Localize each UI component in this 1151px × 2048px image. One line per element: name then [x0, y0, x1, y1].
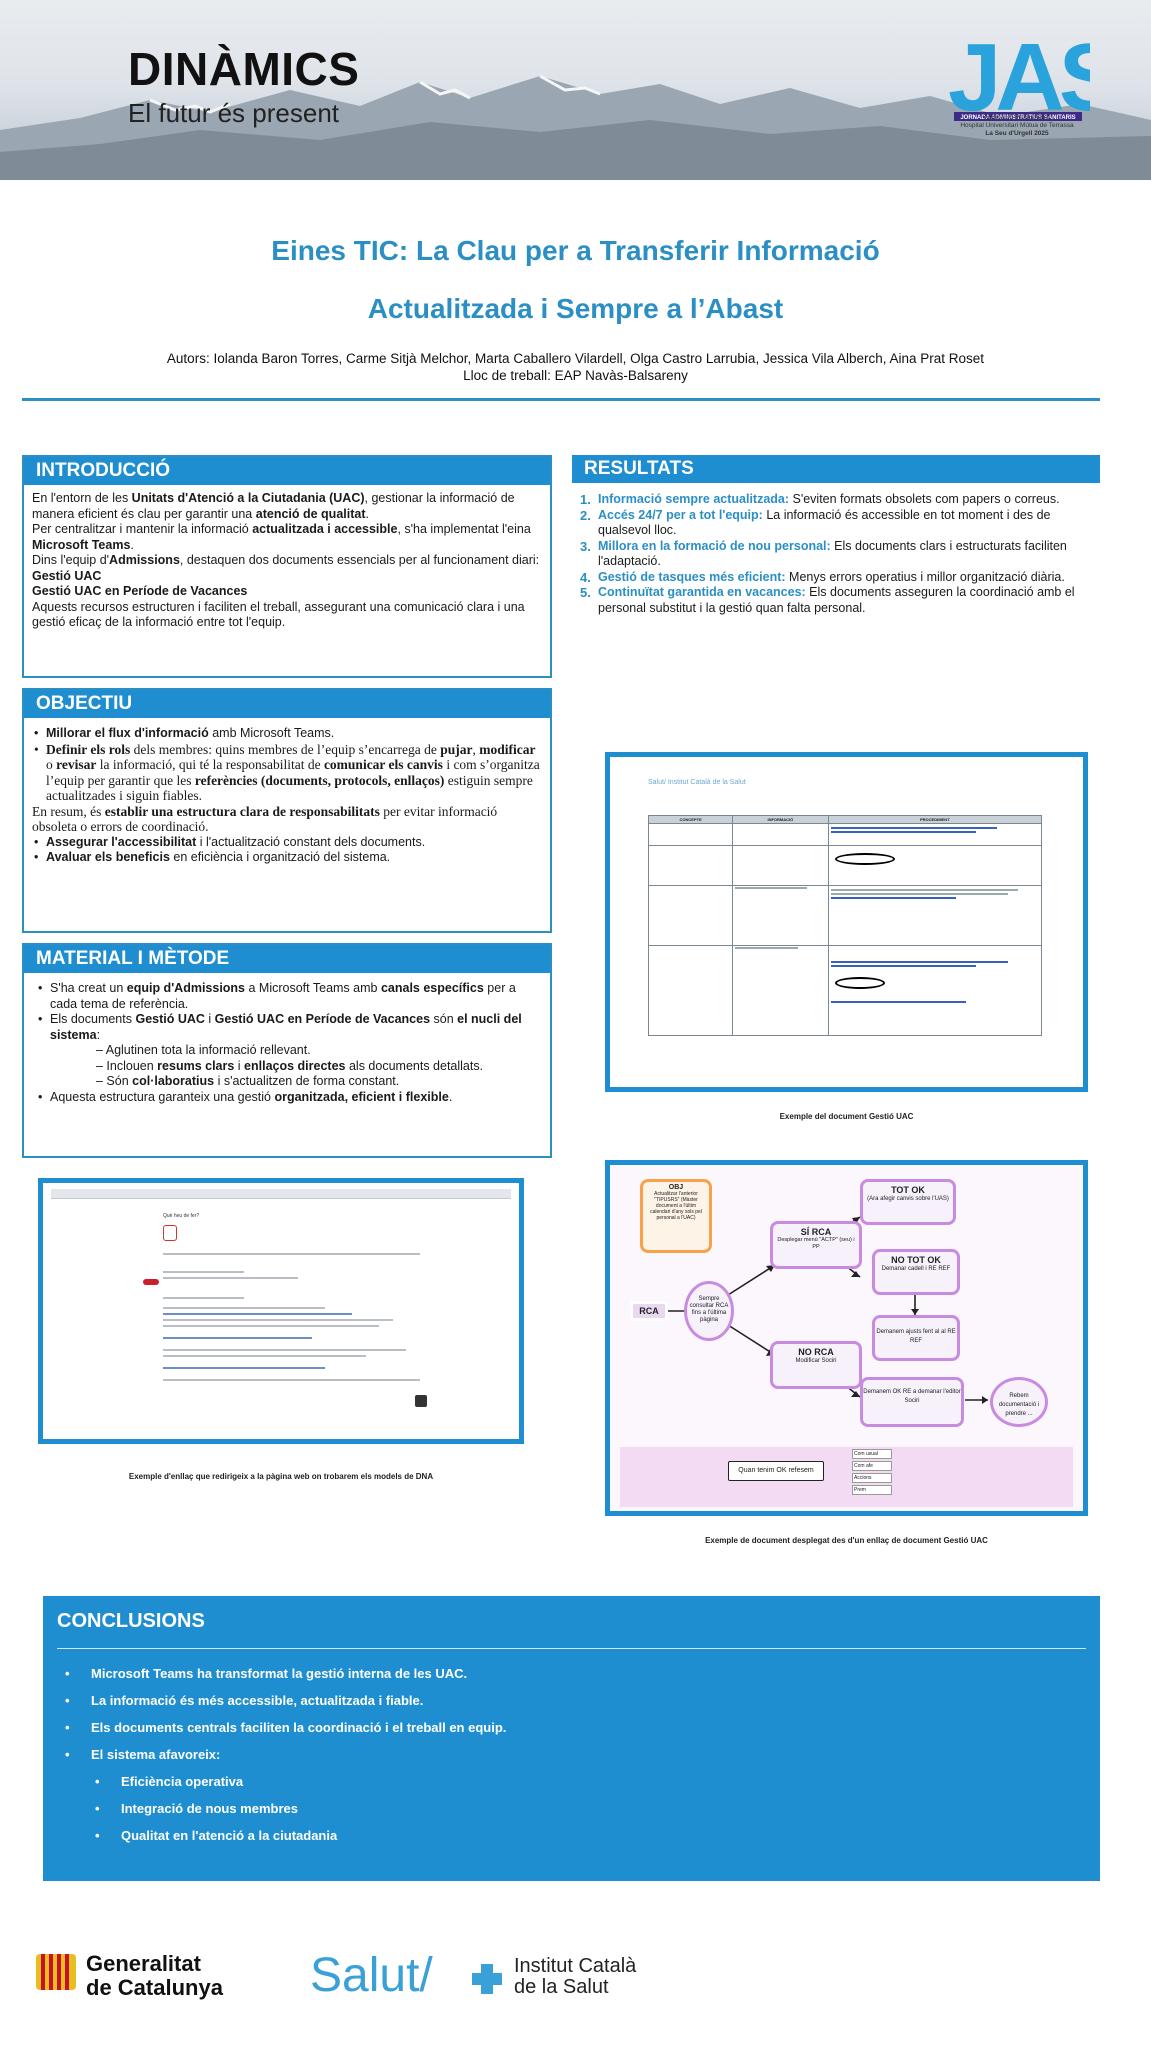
salut-logo-text: Salut/ — [310, 1949, 433, 2002]
material-subitem: – Aglutinen tota la informació rellevant… — [96, 1043, 311, 1057]
flow-side-item: Com afe — [852, 1461, 892, 1471]
ics-logo-text: Institut Català de la Salut — [514, 1955, 637, 1998]
conclusions-item: El sistema afavoreix: — [63, 1741, 506, 1768]
health-cross-icon — [472, 1964, 502, 1994]
material-body: S'ha creat un equip d'Admissions a Micro… — [24, 973, 550, 1111]
material-section: MATERIAL I MÈTODE S'ha creat un equip d'… — [22, 943, 552, 1158]
objectiu-section: OBJECTIU Millorar el flux d'informació a… — [22, 688, 552, 933]
flow-request-node: Demanem ajusts fent al al RE REF — [872, 1315, 960, 1361]
objectiu-heading: OBJECTIU — [24, 690, 550, 718]
objectiu-bullet: Millorar el flux d'informació amb Micros… — [32, 726, 542, 742]
resultats-item: 2.Accés 24/7 per a tot l'equip: La infor… — [580, 507, 1051, 538]
conclusions-subitem: Integració de nous membres — [63, 1795, 506, 1822]
resultats-list: 1.Informació sempre actualitzada: S'evit… — [580, 492, 1095, 616]
conclusions-item: Microsoft Teams ha transformat la gestió… — [63, 1660, 506, 1687]
web-dark-button — [415, 1395, 427, 1407]
conclusions-list: Microsoft Teams ha transformat la gestió… — [63, 1660, 506, 1849]
flow-side-item: Prem — [852, 1485, 892, 1495]
authors-block: Autors: Iolanda Baron Torres, Carme Sitj… — [40, 350, 1111, 384]
doc-example-figure: Salut/ Institut Català de la Salut CONCE… — [605, 752, 1088, 1092]
conclusions-heading: CONCLUSIONS — [57, 1610, 205, 1632]
resultats-item: 3.Millora en la formació de nou personal… — [580, 538, 1067, 569]
flow-side-item: Com usual — [852, 1449, 892, 1459]
jas-logo-text: Agrupació Professional Hospital Universi… — [960, 114, 1074, 137]
flow-example-caption: Exemple de document desplegat des d'un e… — [705, 1536, 988, 1545]
flow-ok-request-node: Demanem OK RE a demanar l'editor Sociri — [860, 1377, 964, 1427]
brand-subtitle: El futur és present — [128, 98, 339, 128]
conclusions-divider — [57, 1648, 1086, 1649]
doc-name-gestio-uac: Gestió UAC — [32, 568, 102, 583]
flow-check-node: Sempre consultar RCA fins a l'última pàg… — [684, 1281, 734, 1341]
objectiu-bullet: Definir els rols dels membres: quins mem… — [32, 742, 542, 804]
authors-line: Autors: Iolanda Baron Torres, Carme Sitj… — [166, 351, 985, 366]
generalitat-emblem-icon — [36, 1954, 76, 1990]
resultats-item: 5.Continuïtat garantida en vacances: Els… — [580, 585, 1075, 615]
conclusions-section: CONCLUSIONS Microsoft Teams ha transform… — [43, 1596, 1100, 1881]
web-emblem-icon — [163, 1225, 177, 1241]
material-bullet: S'ha creat un equip d'Admissions a Micro… — [36, 981, 542, 1012]
svg-text:JORNADA ADMINISTRATIUS SANITAR: JORNADA ADMINISTRATIUS SANITARIS — [960, 115, 1075, 121]
conclusions-subitem: Qualitat en l'atenció a la ciutadania — [63, 1822, 506, 1849]
conclusions-item: La informació és més accessible, actuali… — [63, 1687, 506, 1714]
flow-side-list: Com usual Com afe Accions Prem — [852, 1449, 892, 1495]
brand-block: DINÀMICS El futur és present — [128, 42, 359, 129]
resultats-item: 4.Gestió de tasques més eficient: Menys … — [580, 569, 1065, 585]
flow-alert-node: Quan tenim OK refesem — [728, 1461, 824, 1481]
objectiu-bullet: Avaluar els beneficis en eficiència i or… — [32, 850, 542, 866]
material-subitem: – Inclouen resums clars i enllaços direc… — [96, 1058, 484, 1073]
web-heading: Què heu de fer? — [163, 1213, 200, 1219]
generalitat-line2: de Catalunya — [86, 1975, 223, 2000]
title-divider — [22, 398, 1100, 401]
conclusions-item: Els documents centrals faciliten la coor… — [63, 1714, 506, 1741]
objectiu-bullet: Assegurar l'accessibilitat i l'actualitz… — [32, 835, 542, 851]
web-red-tab — [143, 1279, 159, 1285]
objectiu-body: Millorar el flux d'informació amb Micros… — [24, 718, 550, 872]
flow-alert-band — [620, 1447, 1073, 1507]
material-subitem: – Són col·laboratius i s'actualitzen de … — [96, 1074, 400, 1088]
poster-title: Eines TIC: La Clau per a Transferir Info… — [271, 235, 880, 324]
material-heading: MATERIAL I MÈTODE — [24, 945, 550, 973]
mountains-image — [0, 74, 1151, 180]
jas-logo-icon: JAS JORNADA ADMINISTRATIUS SANITARIS — [948, 24, 1090, 131]
header-banner: DINÀMICS El futur és present JAS JORNADA… — [0, 0, 1151, 180]
web-content-lines — [163, 1253, 433, 1381]
workplace-line: Lloc de treball: EAP Navàs-Balsareny — [463, 368, 688, 383]
flow-side-item: Accions — [852, 1473, 892, 1483]
material-bullet: Aquesta estructura garanteix una gestió … — [36, 1090, 542, 1106]
resultats-heading: RESULTATS — [572, 455, 1100, 483]
doc-example-header: Salut/ Institut Català de la Salut — [648, 779, 746, 786]
intro-section: INTRODUCCIÓ En l'entorn de les Unitats d… — [22, 455, 552, 678]
flow-final-node: Rebem documentació i prendre ... — [990, 1377, 1048, 1427]
flow-start-node: RCA — [630, 1301, 668, 1321]
generalitat-logo: Generalitat de Catalunya — [34, 1950, 223, 2000]
brand-title: DINÀMICS — [128, 43, 360, 95]
intro-heading: INTRODUCCIÓ — [24, 457, 550, 485]
intro-body: En l'entorn de les Unitats d'Atenció a l… — [32, 491, 540, 629]
conclusions-subitem: Eficiència operativa — [63, 1768, 506, 1795]
browser-bar — [51, 1189, 511, 1199]
doc-example-caption: Exemple del document Gestió UAC — [779, 1112, 914, 1121]
generalitat-line1: Generalitat — [86, 1951, 201, 1976]
doc-name-gestio-vacances: Gestió UAC en Període de Vacances — [32, 584, 248, 598]
web-example-caption: Exemple d'enllaç que redirigeix a la pàg… — [128, 1472, 434, 1481]
flow-ok-all-node: TOT OK(Ara afegir canvis sobre l'UAS) — [860, 1179, 956, 1225]
material-bullet: Els documents Gestió UAC i Gestió UAC en… — [36, 1012, 542, 1043]
web-example-figure: Què heu de fer? — [38, 1178, 524, 1444]
resultats-item: 1.Informació sempre actualitzada: S'evit… — [580, 492, 1060, 507]
